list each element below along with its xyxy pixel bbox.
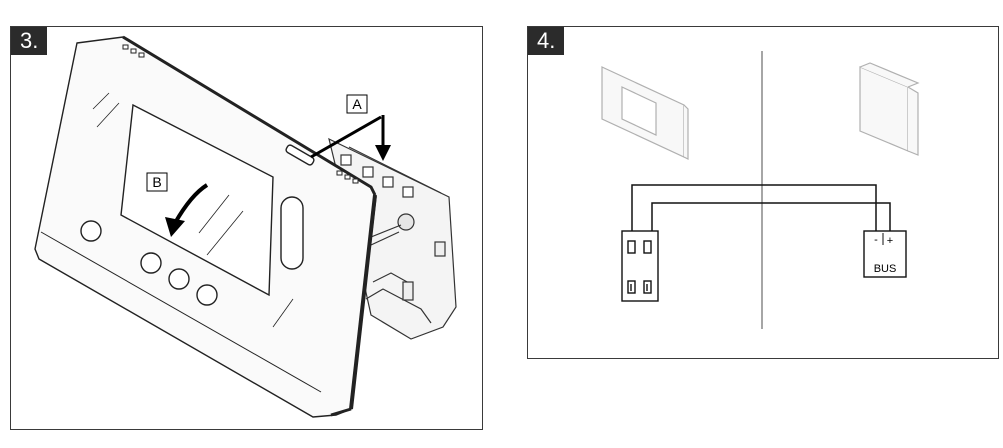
bus-terminal-block [863, 230, 907, 278]
thermostat-device-thumbnail [601, 66, 689, 160]
receiver-device-thumbnail [859, 62, 920, 156]
arrow-b-curved-icon [165, 183, 209, 237]
step-number-3: 3. [11, 27, 48, 55]
bus-cable [631, 184, 891, 235]
callout-a-box [346, 94, 368, 114]
terminal-plus-label: + [887, 235, 893, 247]
thermostat-device [34, 35, 377, 418]
callout-b-box [146, 172, 168, 192]
callout-b-label: B [152, 174, 161, 190]
terminal-minus-label: - [874, 234, 878, 246]
thermostat-mounting-illustration: A B [34, 35, 457, 418]
connector-plug-icon [621, 230, 659, 302]
step-4-panel: 4. [527, 26, 999, 359]
callout-a-label: A [352, 96, 362, 112]
arrow-a-icon [310, 115, 391, 161]
wiring-illustration: - + BUS [601, 51, 920, 329]
step-number-4: 4. [528, 27, 565, 55]
bus-label: BUS [874, 263, 897, 275]
step-3-panel: 3. [10, 26, 483, 430]
